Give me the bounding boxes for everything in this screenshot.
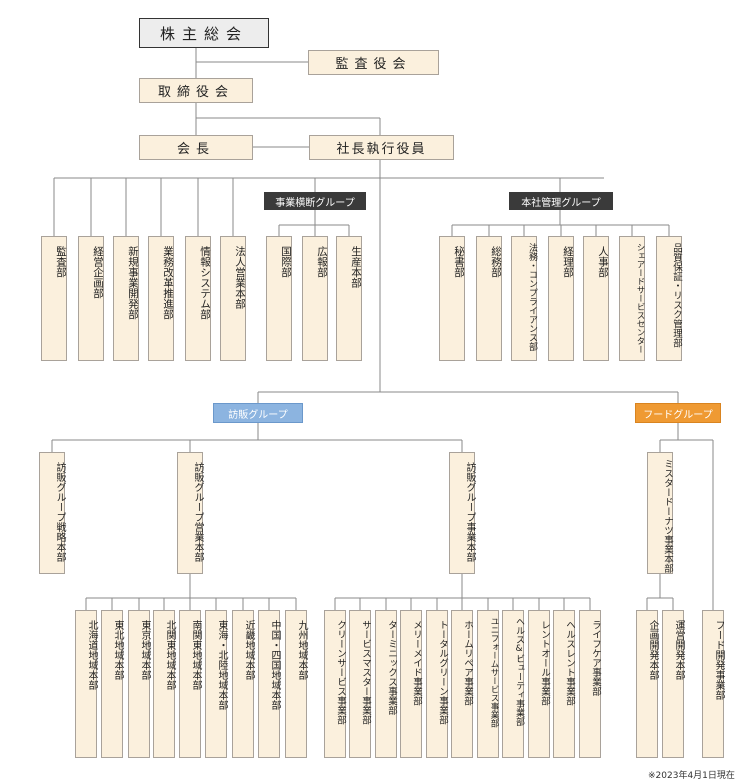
region-box: 南関東地域本部 (179, 610, 201, 758)
hq-dept-box: 秘書部 (439, 236, 465, 361)
food-group-label: フードグループ (635, 403, 721, 423)
food-dept-box: 企画開発本部 (636, 610, 658, 758)
homon-business-box: サービスマスター事業部 (349, 610, 371, 758)
homon-business-box: ホームリペア事業部 (451, 610, 473, 758)
homon-business-box: クリーンサービス事業部 (324, 610, 346, 758)
business-group-label: 事業横断グループ (264, 192, 366, 210)
president-dept-box: 法人営業本部 (220, 236, 246, 361)
food-head-box: ミスタードーナツ事業本部 (647, 452, 673, 574)
shareholders-meeting-box: 株主総会 (139, 18, 269, 48)
region-box: 中国・四国地域本部 (258, 610, 280, 758)
hq-dept-box: 法務・コンプライアンス部 (511, 236, 537, 361)
homon-business-box: メリーメイド事業部 (400, 610, 422, 758)
region-box: 北海道地域本部 (75, 610, 97, 758)
hq-dept-box: 人事部 (583, 236, 609, 361)
hq-dept-box: 経理部 (548, 236, 574, 361)
as-of-date-note: ※2023年4月1日現在 (648, 771, 735, 781)
food-dept-box: 運営開発本部 (662, 610, 684, 758)
homon-business-box: レントオール事業部 (528, 610, 550, 758)
business-dept-box: 生産本部 (336, 236, 362, 361)
homon-business-box: ユニフォームサービス事業部 (477, 610, 499, 758)
president-dept-box: 経営企画部 (78, 236, 104, 361)
homon-business-box: ヘルス&ビューティ事業部 (502, 610, 524, 758)
president-dept-box: 業務改革推進部 (148, 236, 174, 361)
chairman-box: 会長 (139, 135, 253, 160)
president-dept-box: 新規事業開発部 (113, 236, 139, 361)
region-box: 近畿地域本部 (232, 610, 254, 758)
homon-business-box: ヘルスレント事業部 (553, 610, 575, 758)
president-box: 社長執行役員 (309, 135, 454, 160)
board-of-directors-box: 取締役会 (139, 78, 253, 103)
business-dept-box: 国際部 (266, 236, 292, 361)
homon-business-box: ライフケア事業部 (579, 610, 601, 758)
business-dept-box: 広報部 (302, 236, 328, 361)
region-box: 東北地域本部 (101, 610, 123, 758)
hq-dept-box: 品質保証・リスク管理部 (656, 236, 682, 361)
homon-group-label: 訪販グループ (213, 403, 303, 423)
hq-dept-box: 総務部 (476, 236, 502, 361)
region-box: 九州地域本部 (285, 610, 307, 758)
region-box: 東海・北陸地域本部 (205, 610, 227, 758)
president-dept-box: 情報システム部 (185, 236, 211, 361)
audit-board-box: 監査役会 (308, 50, 439, 75)
homon-business-box: ターミニックス事業部 (375, 610, 397, 758)
hq-group-label: 本社管理グループ (509, 192, 613, 210)
hq-dept-box: シェアードサービスセンター (619, 236, 645, 361)
president-dept-box: 監査部 (41, 236, 67, 361)
food-direct-dept-box: フード開発事業部 (702, 610, 724, 758)
region-box: 東京地域本部 (128, 610, 150, 758)
homon-head-box: 訪販グループ戦略本部 (39, 452, 65, 574)
homon-business-box: トータルグリーン事業部 (426, 610, 448, 758)
homon-head-box: 訪販グループ営業本部 (177, 452, 203, 574)
region-box: 北関東地域本部 (153, 610, 175, 758)
homon-head-box: 訪販グループ事業本部 (449, 452, 475, 574)
